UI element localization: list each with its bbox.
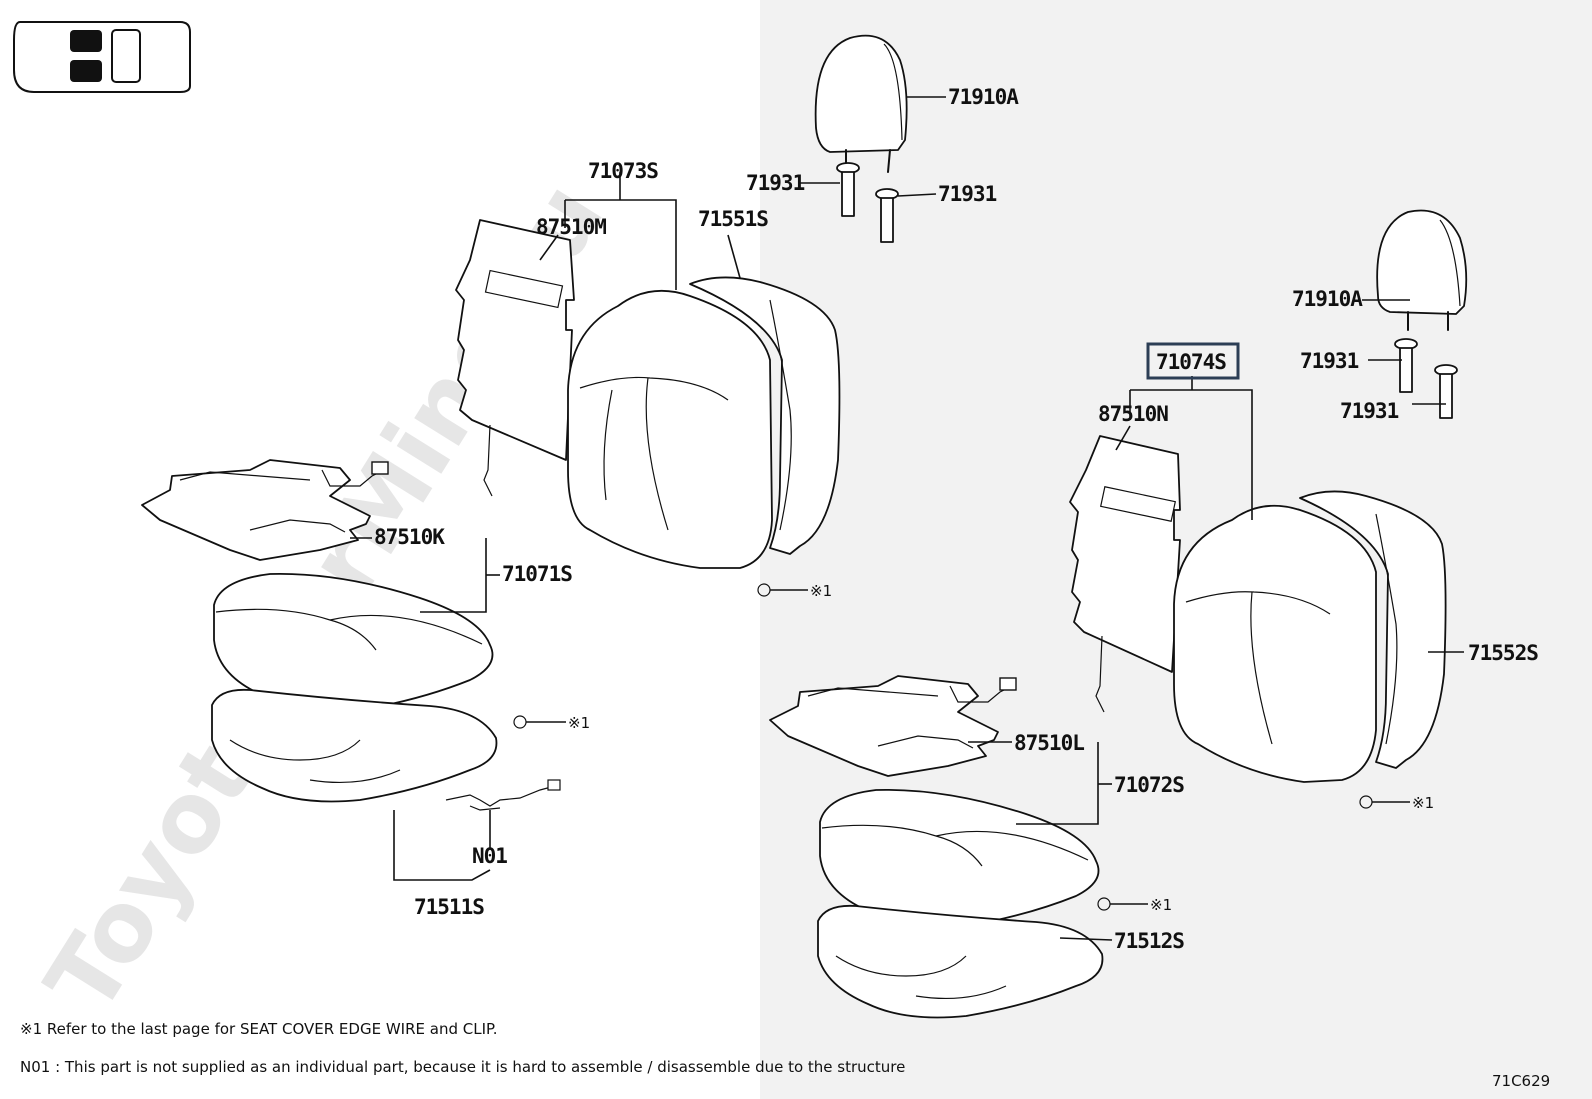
label-71073S[interactable]: 71073S (588, 159, 659, 183)
headrest-upper-drawing (814, 34, 908, 173)
label-71074S[interactable]: 71074S (1156, 350, 1227, 374)
heater-cushion-left-drawing (141, 459, 389, 561)
back-cover-right-drawing (1173, 490, 1447, 783)
label-87510K[interactable]: 87510K (374, 525, 446, 549)
note-clip-reference: ※1 Refer to the last page for SEAT COVER… (20, 1020, 497, 1038)
label-71931-right-mid[interactable]: 71931 (1300, 349, 1360, 373)
clip-ref-4: ※1 (1150, 896, 1172, 914)
label-71910A-upper[interactable]: 71910A (948, 85, 1020, 109)
heater-cushion-right-drawing (769, 675, 1017, 777)
label-N01[interactable]: N01 (472, 844, 508, 868)
guides-upper-drawing (836, 162, 899, 243)
cushion-left-drawing (211, 572, 498, 803)
clip-markers (513, 583, 1410, 911)
label-87510N[interactable]: 87510N (1098, 402, 1169, 426)
seat-position-icon (13, 21, 191, 93)
figure-code: 71C629 (1492, 1072, 1550, 1090)
heater-back-left-drawing (455, 219, 575, 497)
label-71910A-right[interactable]: 71910A (1292, 287, 1364, 311)
leader-lines (350, 96, 1464, 941)
guides-right-drawing (1394, 338, 1458, 419)
label-71552S[interactable]: 71552S (1468, 641, 1539, 665)
label-71551S[interactable]: 71551S (698, 207, 769, 231)
note-n01: N01 : This part is not supplied as an in… (20, 1058, 905, 1076)
clip-ref-1: ※1 (810, 582, 832, 600)
highlight-box (1146, 342, 1240, 380)
label-87510L[interactable]: 87510L (1014, 731, 1085, 755)
label-71071S[interactable]: 71071S (502, 562, 573, 586)
label-71931-right-low[interactable]: 71931 (1340, 399, 1400, 423)
label-71072S[interactable]: 71072S (1114, 773, 1185, 797)
headrest-right-drawing (1376, 209, 1468, 331)
heater-back-right-drawing (1069, 435, 1181, 713)
clip-ref-2: ※1 (568, 714, 590, 732)
back-cover-left-drawing (567, 276, 841, 569)
label-71931-left-upper[interactable]: 71931 (746, 171, 806, 195)
label-71511S[interactable]: 71511S (414, 895, 485, 919)
label-71512S[interactable]: 71512S (1114, 929, 1185, 953)
label-71931-right-upper[interactable]: 71931 (938, 182, 998, 206)
clip-ref-3: ※1 (1412, 794, 1434, 812)
harness-drawing (445, 779, 561, 811)
label-87510M[interactable]: 87510M (536, 215, 607, 239)
